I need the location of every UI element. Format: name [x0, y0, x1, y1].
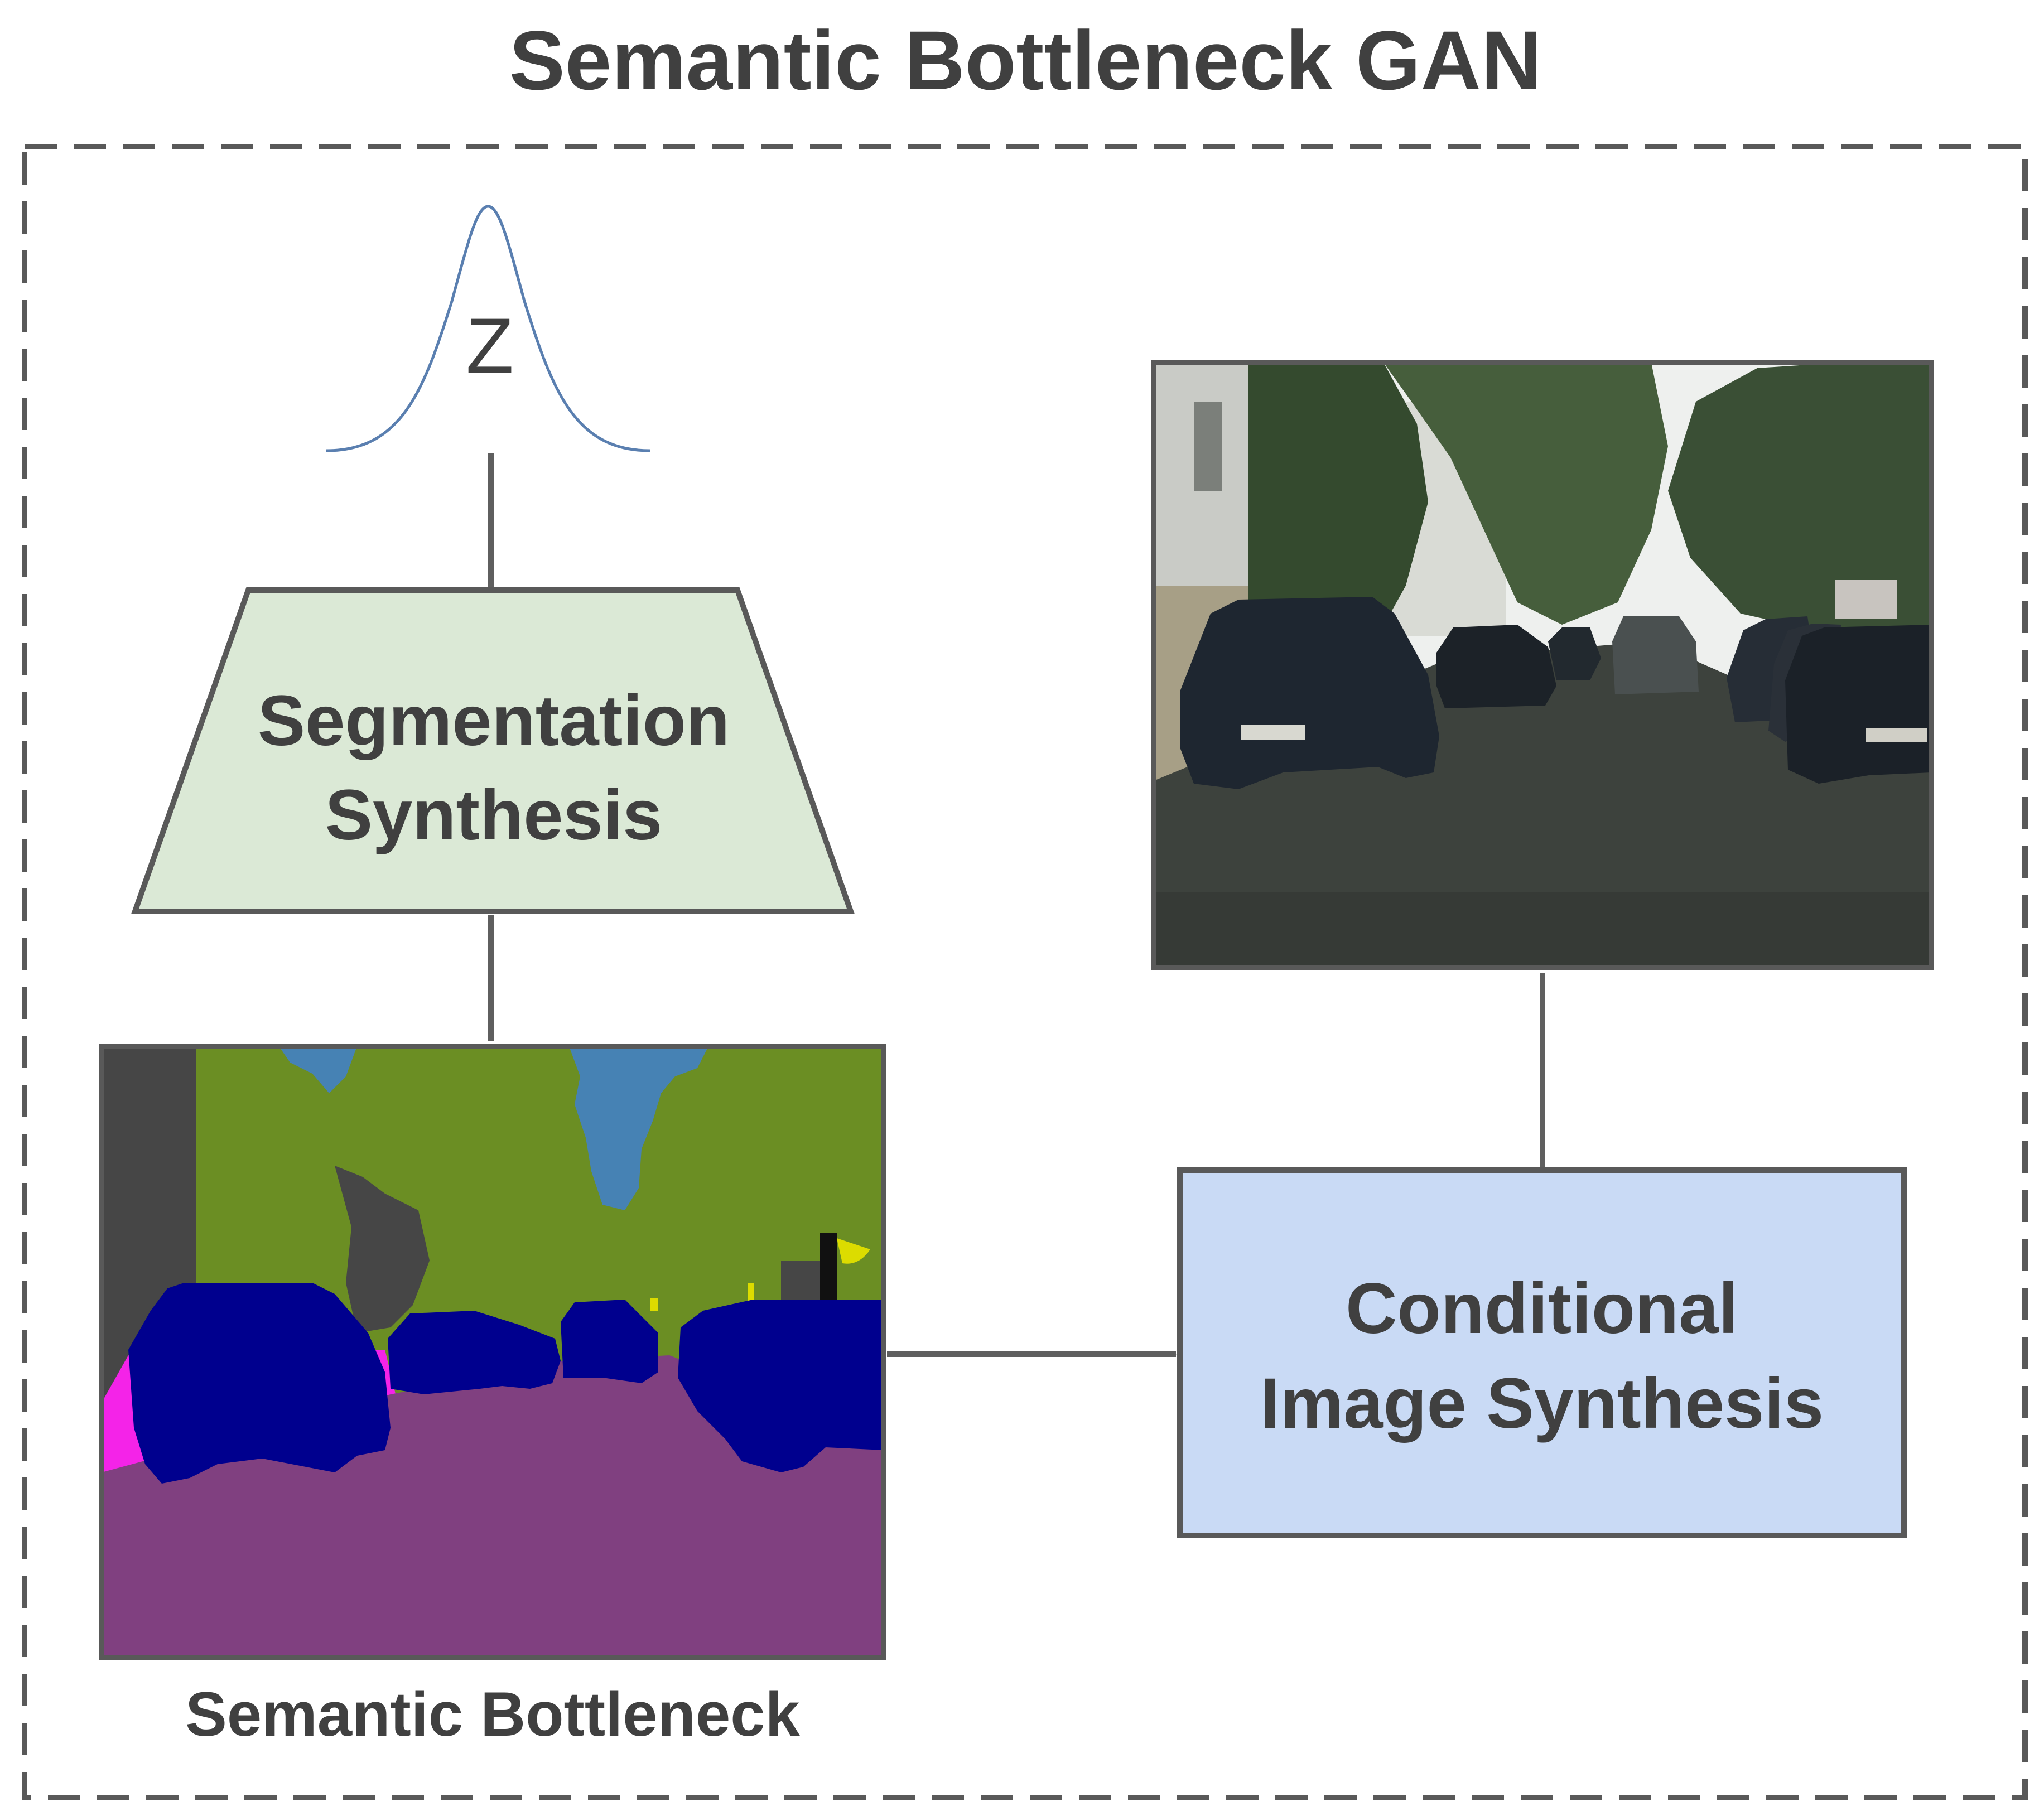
photo-car-center [1612, 616, 1699, 694]
segmentation-synthesis-block [131, 587, 855, 914]
diagram-title: Semantic Bottleneck GAN [509, 13, 1541, 107]
conditional-synthesis-block [1177, 1167, 1907, 1538]
semantic-map-image [102, 1046, 884, 1658]
seg-car-mid2 [561, 1300, 658, 1383]
semantic-map-caption: Semantic Bottleneck [185, 1679, 800, 1749]
gan-frame [22, 144, 2028, 1800]
photo-car-left [1180, 597, 1439, 789]
photo-car-right3 [1785, 625, 1931, 784]
semantic-map-frame [99, 1044, 886, 1660]
conditional-label-line1: Conditional [1346, 1269, 1738, 1349]
noise-label: Z [466, 302, 514, 389]
synthesized-street-image [1154, 363, 1931, 968]
conditional-label-line2: Image Synthesis [1260, 1364, 1824, 1443]
segmentation-label-line1: Segmentation [258, 681, 730, 761]
seg-car-mid1 [388, 1311, 561, 1394]
segmentation-label-line2: Synthesis [325, 775, 663, 855]
seg-car-left [128, 1283, 391, 1484]
gaussian-curve-icon [326, 205, 650, 452]
seg-car-right [678, 1300, 884, 1472]
photo-car-mid1 [1436, 625, 1556, 708]
synthesized-image-frame [1151, 360, 1934, 970]
